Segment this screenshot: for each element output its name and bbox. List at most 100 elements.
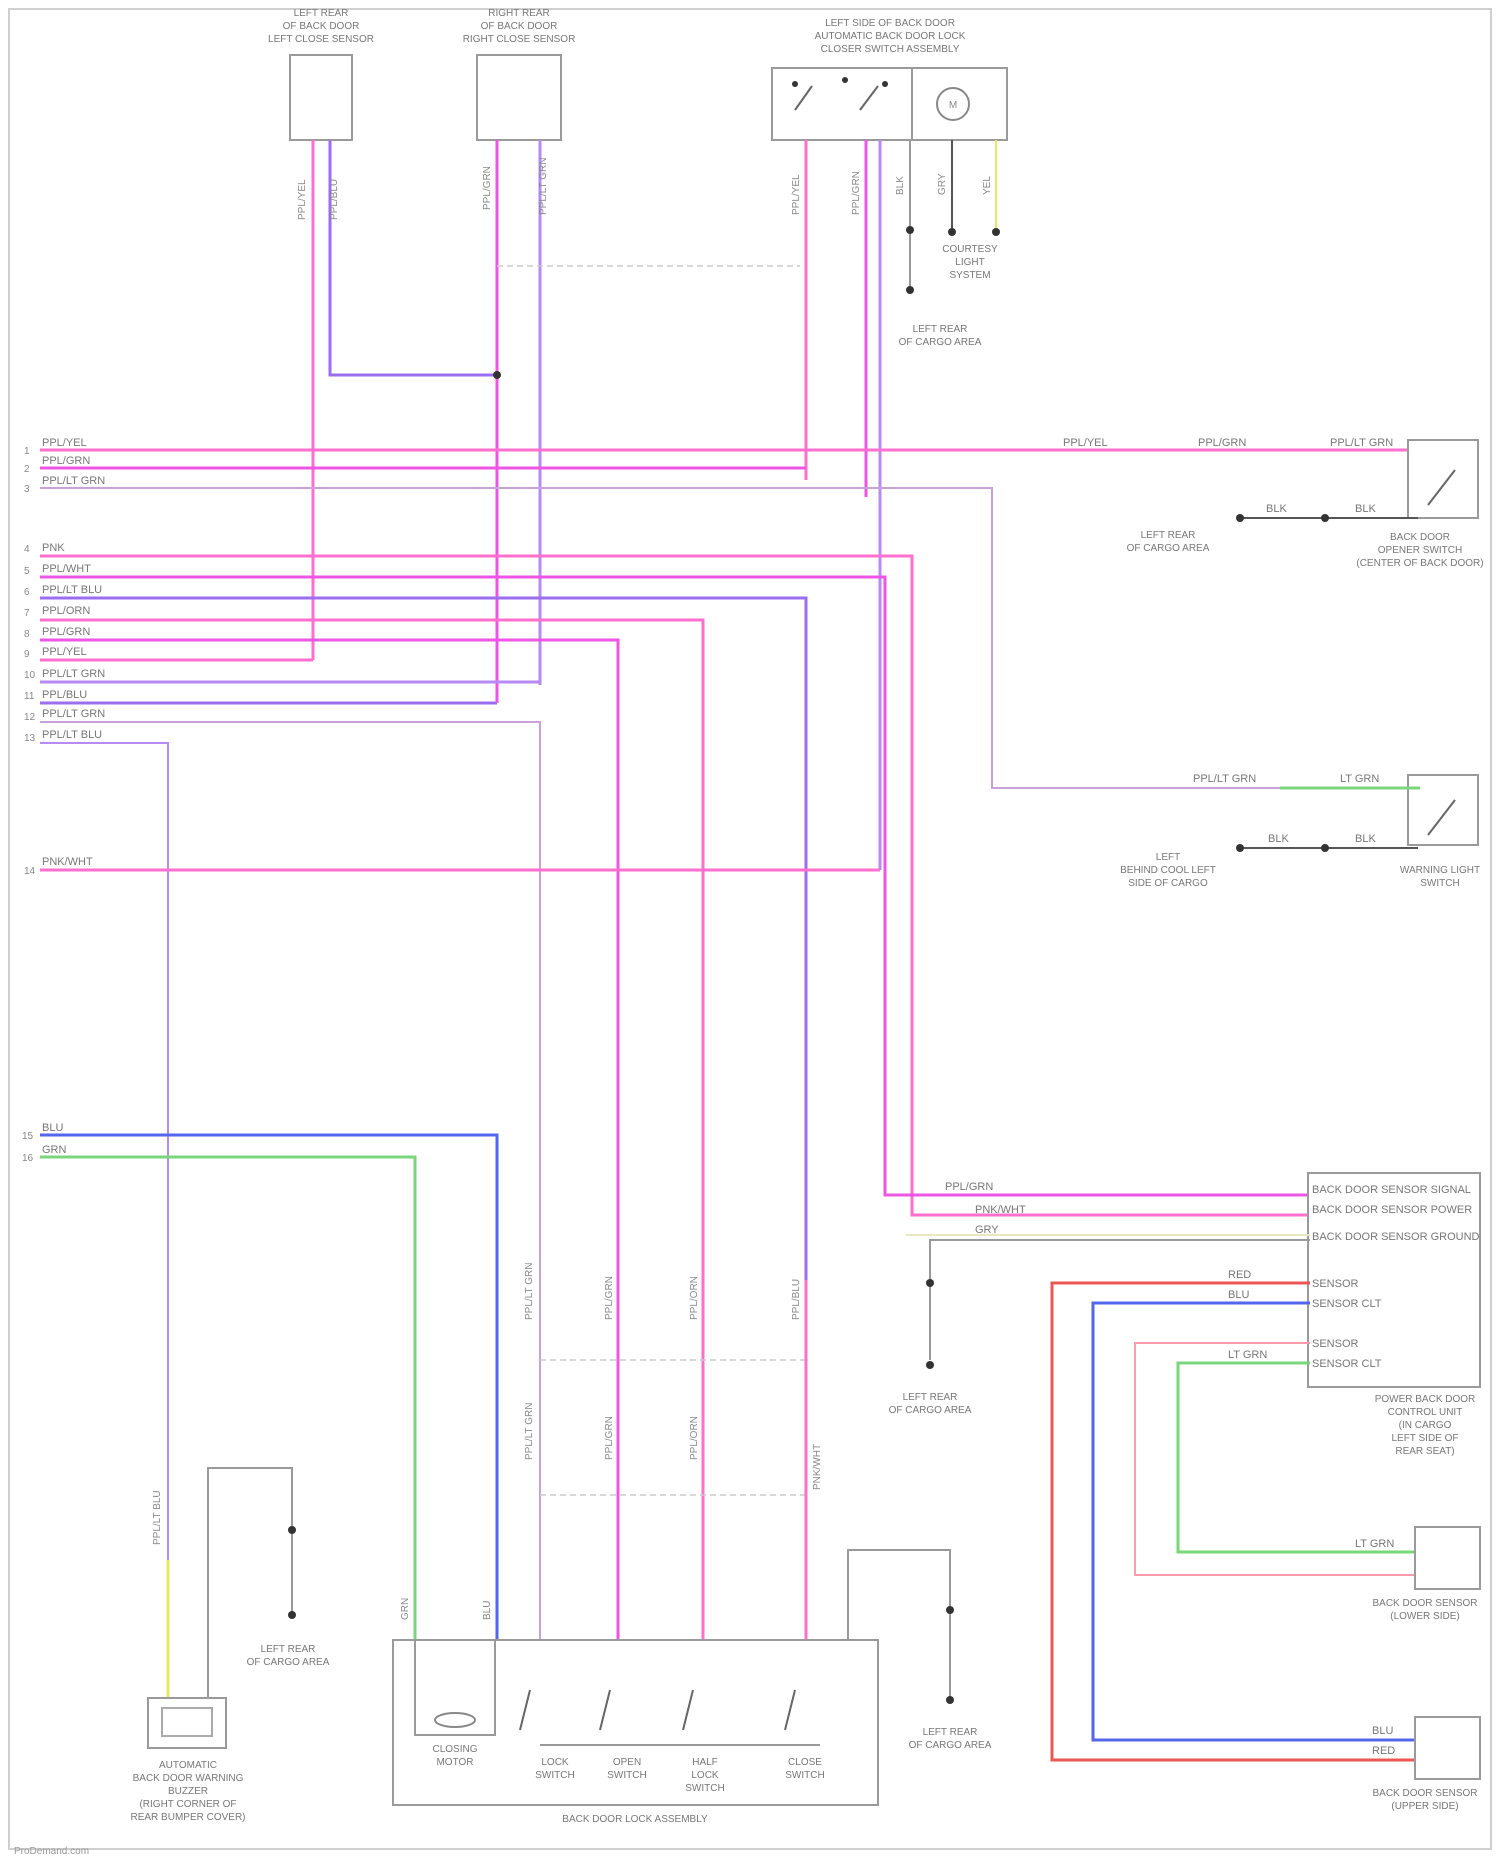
- wire-code: PNK/WHT: [975, 1204, 1026, 1216]
- lock-assembly-label: BACK DOOR LOCK ASSEMBLY: [562, 1814, 708, 1825]
- harness-group-2-labels: 4 PNK 5 PPL/WHT 6 PPL/LT BLU 7 PPL/ORN 8…: [24, 542, 105, 744]
- half-lock-label-2: LOCK: [691, 1770, 719, 1781]
- row-wire: PPL/GRN: [42, 455, 90, 467]
- ground-2-label-1: LEFT REAR: [1141, 530, 1196, 541]
- row-wire: PPL/LT GRN: [42, 475, 105, 487]
- cu-label-2: CONTROL UNIT: [1388, 1407, 1463, 1418]
- harness-row-14: 14 PNK/WHT: [24, 856, 880, 877]
- motor-label-1: CLOSING: [432, 1744, 477, 1755]
- wire-code: PPL/GRN: [1198, 437, 1246, 449]
- row-wire: PPL/LT BLU: [42, 584, 102, 596]
- row-num: 2: [24, 464, 30, 475]
- wire-code: PPL/GRN: [604, 1276, 615, 1320]
- open-switch-label-1: OPEN: [613, 1757, 641, 1768]
- switch-assy-label-1: LEFT SIDE OF BACK DOOR: [825, 18, 955, 29]
- warning-label-2: SWITCH: [1420, 878, 1459, 889]
- wire-code: BLK: [1268, 833, 1289, 845]
- top-wire-codes: PPL/YEL PPL/BLU PPL/GRN PPL/LT GRN PPL/Y…: [297, 158, 993, 220]
- courtesy-label-1: COURTESY: [942, 244, 998, 255]
- row-num: 8: [24, 629, 30, 640]
- cu-label-3: (IN CARGO: [1399, 1420, 1452, 1431]
- wire-code: GRY: [975, 1224, 999, 1236]
- motor-label-2: MOTOR: [436, 1757, 473, 1768]
- row-wire: PNK: [42, 542, 65, 554]
- ground-1-label-2: OF CARGO AREA: [899, 337, 982, 348]
- row-wire: PPL/YEL: [42, 437, 87, 449]
- cu-pin-label: BACK DOOR SENSOR SIGNAL: [1312, 1184, 1471, 1196]
- right-sensor-label-3: RIGHT CLOSE SENSOR: [463, 34, 576, 45]
- opener-label-1: BACK DOOR: [1390, 532, 1450, 543]
- wire-code: LT GRN: [1228, 1349, 1267, 1361]
- row-num: 5: [24, 566, 30, 577]
- courtesy-label-3: SYSTEM: [949, 270, 990, 281]
- row-num: 12: [24, 712, 36, 723]
- cu-pin-label: BACK DOOR SENSOR GROUND: [1312, 1231, 1480, 1243]
- buzzer-label-2: BACK DOOR WARNING: [133, 1773, 244, 1784]
- wire-code: RED: [1228, 1269, 1251, 1281]
- ground-4-label-2: OF CARGO AREA: [889, 1405, 972, 1416]
- row-wire: PNK/WHT: [42, 856, 93, 868]
- ground-6-label-2: OF CARGO AREA: [909, 1740, 992, 1751]
- cu-pin-label: SENSOR: [1312, 1278, 1359, 1290]
- ground-6-label-1: LEFT REAR: [923, 1727, 978, 1738]
- wire-code: BLK: [1266, 503, 1287, 515]
- wire-code: PPL/YEL: [791, 174, 802, 215]
- wire-code: PPL/ORN: [689, 1276, 700, 1320]
- row-num: 14: [24, 866, 36, 877]
- harness-bottom-rows: 15 BLU 16 GRN: [22, 1122, 497, 1640]
- wire-code: PPL/BLU: [329, 179, 340, 220]
- row-num: 4: [24, 544, 30, 555]
- right-sensor-label-2: OF BACK DOOR: [481, 21, 558, 32]
- cu-pin-label: SENSOR: [1312, 1338, 1359, 1350]
- half-lock-label-1: HALF: [692, 1757, 718, 1768]
- wire-code: PPL/BLU: [791, 1279, 802, 1320]
- row-num: 6: [24, 587, 30, 598]
- ground-5-label-2: OF CARGO AREA: [247, 1657, 330, 1668]
- courtesy-label-2: LIGHT: [955, 257, 984, 268]
- wire-code: LT GRN: [1355, 1538, 1394, 1550]
- wire-code: BLK: [1355, 833, 1376, 845]
- row-num: 15: [22, 1131, 34, 1142]
- warning-light-switch: PPL/LT GRN LT GRN BLK BLK LEFT BEHIND CO…: [1120, 773, 1480, 889]
- left-sensor-label-3: LEFT CLOSE SENSOR: [268, 34, 374, 45]
- wire-code: PPL/LT GRN: [538, 158, 549, 215]
- buzzer-label-1: AUTOMATIC: [159, 1760, 217, 1771]
- wire-code: PPL/LT GRN: [524, 1403, 535, 1460]
- left-close-sensor: LEFT REAR OF BACK DOOR LEFT CLOSE SENSOR: [268, 8, 374, 140]
- row-num: 16: [22, 1153, 34, 1164]
- left-sensor-label-2: OF BACK DOOR: [283, 21, 360, 32]
- left-sensor-label-1: LEFT REAR: [294, 8, 349, 19]
- wire-code: BLU: [482, 1601, 493, 1620]
- ground-3-label-1: LEFT: [1156, 852, 1180, 863]
- buzzer-label-3: BUZZER: [168, 1786, 208, 1797]
- wire-code: PNK/WHT: [812, 1444, 823, 1490]
- row-num: 3: [24, 484, 30, 495]
- cu-pin-label: BACK DOOR SENSOR POWER: [1312, 1204, 1472, 1216]
- top-sensor-wires: LEFT REAR OF CARGO AREA COURTESY LIGHT S…: [313, 140, 1000, 870]
- cu-label-1: POWER BACK DOOR: [1375, 1394, 1476, 1405]
- row-num: 9: [24, 649, 30, 660]
- switch-assy-label-3: CLOSER SWITCH ASSEMBLY: [821, 44, 960, 55]
- closer-switch-assembly: M LEFT SIDE OF BACK DOOR AUTOMATIC BACK …: [772, 18, 1007, 140]
- opener-label-3: (CENTER OF BACK DOOR): [1356, 558, 1483, 569]
- ground-4-label-1: LEFT REAR: [903, 1392, 958, 1403]
- splice-point: [493, 371, 501, 379]
- buzzer-label-5: REAR BUMPER COVER): [130, 1812, 245, 1823]
- connector-dashes: [540, 1280, 806, 1640]
- wire-code: PPL/GRN: [482, 166, 493, 210]
- wire-code: PPL/GRN: [945, 1181, 993, 1193]
- back-door-lock-assembly: LEFT REAR OF CARGO AREA CLOSING MOTOR LO…: [393, 1550, 992, 1825]
- wire-code: PPL/LT GRN: [1330, 437, 1393, 449]
- harness-group-1: 1 PPL/YEL 2 PPL/GRN 3 PPL/LT GRN: [24, 437, 1420, 788]
- footer-credit: ProDemand.com: [14, 1846, 89, 1857]
- upper-sensor-label-1: BACK DOOR SENSOR: [1372, 1788, 1477, 1799]
- lower-sensor-label-2: (LOWER SIDE): [1390, 1611, 1459, 1622]
- wire-code: PPL/GRN: [851, 171, 862, 215]
- buzzer-label-4: (RIGHT CORNER OF: [139, 1799, 236, 1810]
- wire-code: BLU: [1228, 1289, 1249, 1301]
- lower-sensor-label-1: BACK DOOR SENSOR: [1372, 1598, 1477, 1609]
- opener-label-2: OPENER SWITCH: [1378, 545, 1462, 556]
- row-num: 11: [24, 691, 35, 702]
- row-wire: PPL/LT GRN: [42, 708, 105, 720]
- wire-code: PPL/LT GRN: [1193, 773, 1256, 785]
